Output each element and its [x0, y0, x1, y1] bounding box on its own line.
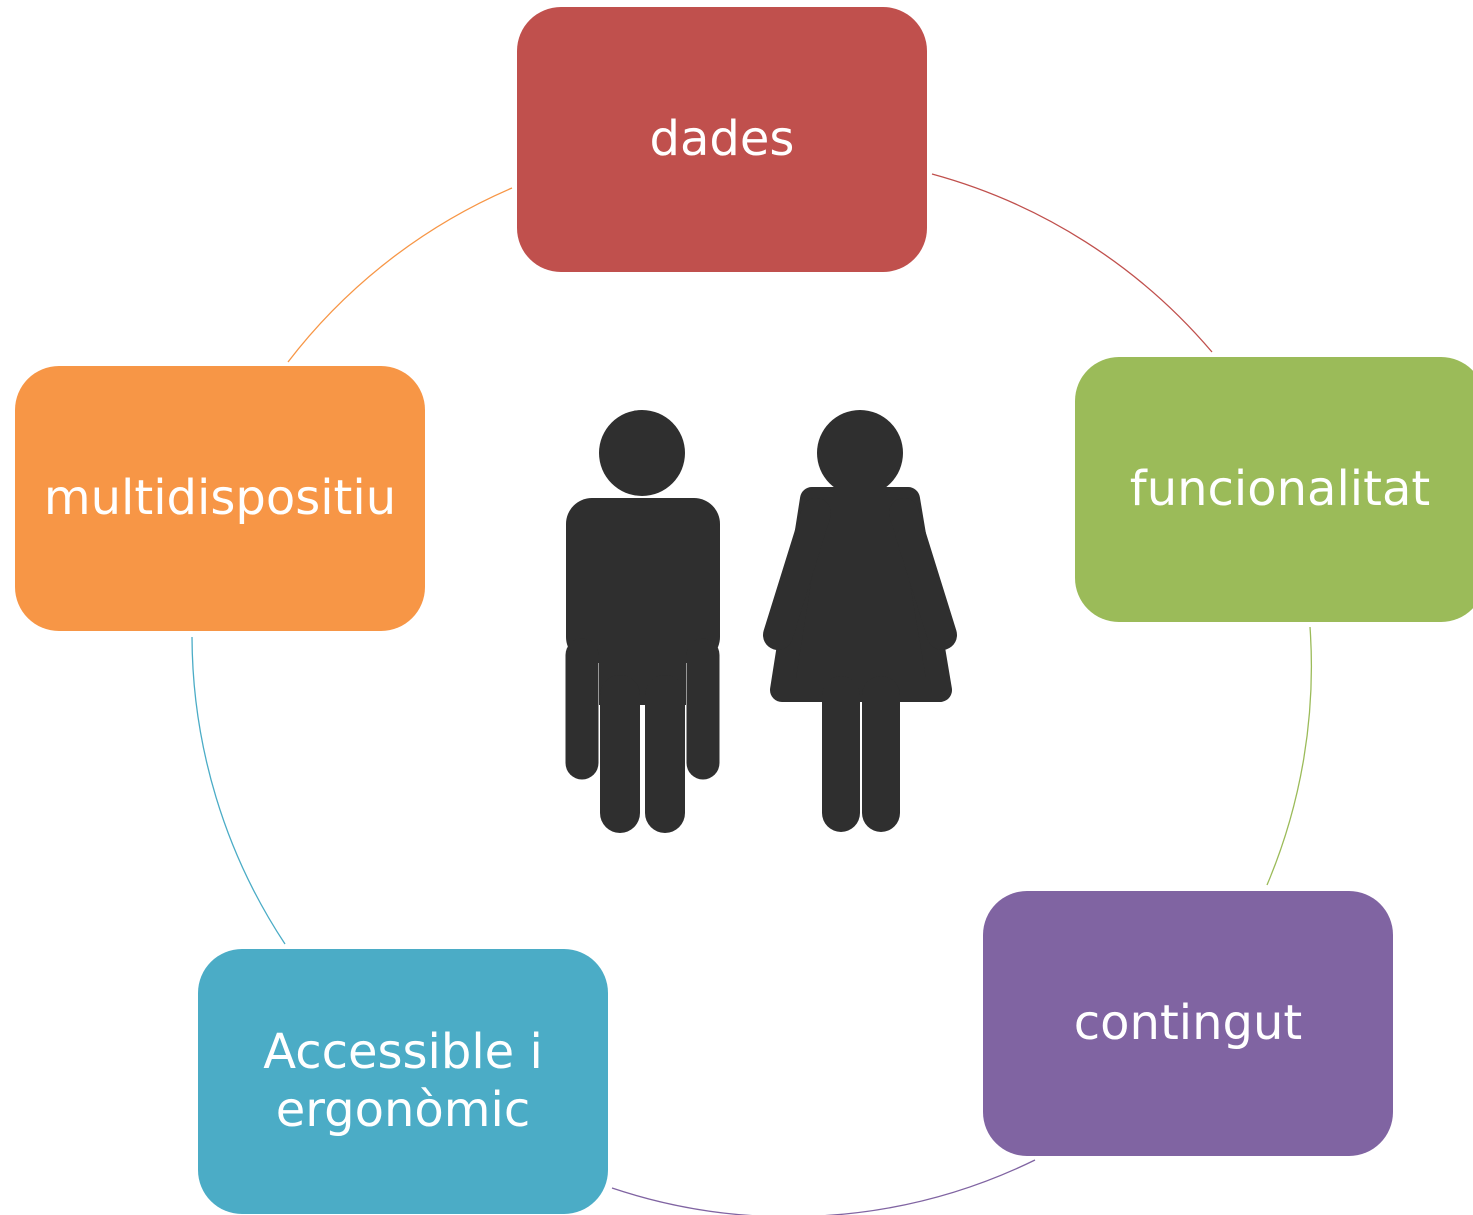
node-multidispositiu-label: multidispositiu: [43, 469, 397, 526]
node-dades-label: dades: [649, 110, 795, 167]
arc-accessible-multidispositiu: [191, 636, 286, 945]
node-dades: dades: [517, 7, 927, 272]
node-contingut-label: contingut: [1073, 994, 1303, 1051]
node-funcionalitat: funcionalitat: [1075, 357, 1473, 622]
arc-funcionalitat-contingut: [1266, 626, 1313, 886]
arc-contingut-accessible: [611, 1159, 1036, 1215]
man-woman-icon: [565, 410, 957, 833]
arc-multidispositiu-dades: [287, 187, 513, 363]
node-funcionalitat-label: funcionalitat: [1129, 460, 1431, 517]
arc-dades-funcionalitat: [931, 173, 1213, 353]
node-accessible-label: Accessible i ergonòmic: [263, 1023, 543, 1138]
node-contingut: contingut: [983, 891, 1393, 1156]
node-multidispositiu: multidispositiu: [15, 366, 425, 631]
node-accessible: Accessible i ergonòmic: [198, 949, 608, 1214]
